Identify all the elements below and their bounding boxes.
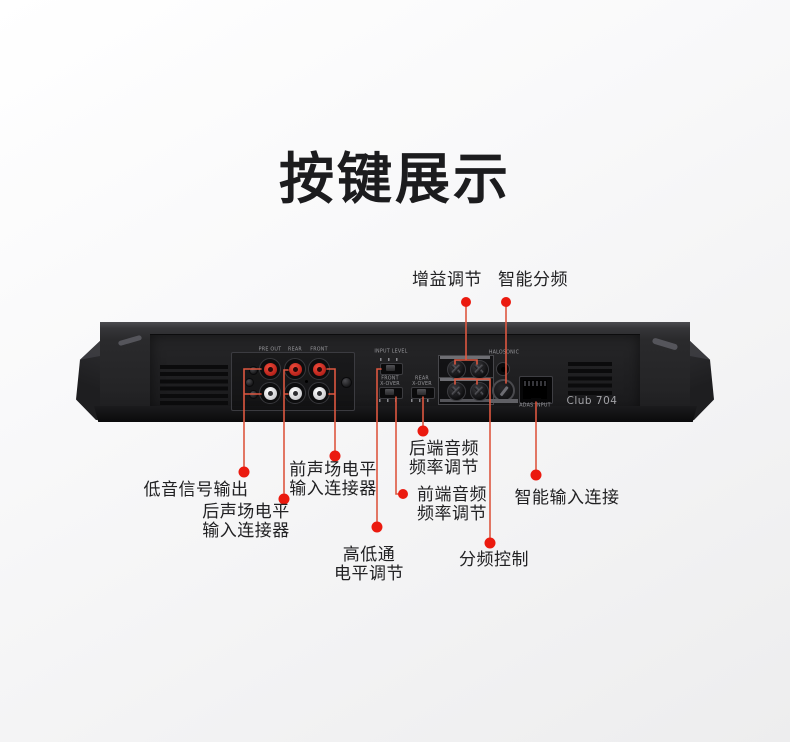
label-smart-input: 智能输入连接 (514, 488, 620, 508)
rear-xover-label: REAR X-OVER (412, 375, 432, 386)
label-front-level-input: 前声场电平 输入连接器 (289, 460, 377, 499)
input-level-ticks (380, 358, 401, 361)
remote-jack (340, 376, 352, 388)
label-front-freq: 前端音频 频率调节 (417, 485, 487, 524)
panel-hole (304, 379, 308, 383)
label-rear-freq: 后端音频 频率调节 (409, 439, 479, 478)
right-vent-grille (568, 362, 612, 397)
halosonic-label: HALOSONIC (488, 349, 520, 355)
input-level-switch (380, 363, 403, 375)
label-hilo-level: 高低通 电平调节 (334, 545, 404, 584)
label-rear-level-input: 后声场电平 输入连接器 (202, 502, 290, 541)
model-name: Club 704 (566, 395, 618, 407)
rear-rca-white (284, 382, 306, 404)
left-vent-grille (160, 365, 228, 407)
front-xover-label: FRONT X-OVER (380, 375, 400, 386)
rotary-label-strip (489, 399, 518, 403)
pre-out-label: PRE OUT (258, 346, 282, 352)
label-smart-crossover: 智能分频 (498, 270, 568, 290)
front-label: FRONT (310, 346, 328, 352)
rear-xover-ticks (411, 399, 433, 402)
page-title: 按键展示 (278, 147, 511, 211)
adas-input-port (519, 376, 553, 404)
rear-label: REAR (288, 346, 302, 352)
label-crossover-control: 分频控制 (459, 550, 529, 570)
front-xover-ticks (379, 399, 401, 402)
label-gain: 增益调节 (412, 270, 482, 290)
adas-input-label: ADAS INPUT (519, 402, 551, 408)
rear-rca-red (284, 358, 306, 380)
label-bass-output: 低音信号输出 (143, 480, 249, 500)
input-level-label: INPUT LEVEL (374, 348, 408, 354)
